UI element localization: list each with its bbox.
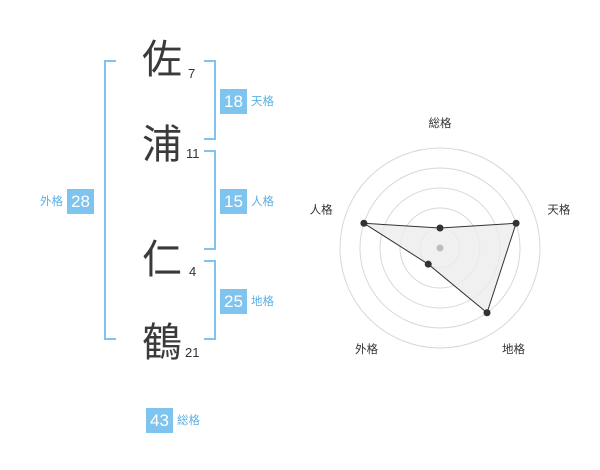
gaikaku-value: 28: [67, 189, 94, 214]
radar-axis-label-1: 総格: [429, 116, 452, 130]
name-char-4: 鶴: [142, 320, 182, 366]
radar-point-2: [512, 219, 520, 227]
radar-ring: [359, 167, 521, 329]
radar-axis-label-2: 天格: [547, 202, 570, 216]
soukaku-label: 総格: [177, 412, 200, 427]
chikaku-score: 25 地格: [220, 289, 274, 314]
tenkaku-value: 18: [220, 89, 247, 114]
gaikaku-bracket: [104, 60, 116, 340]
radar-center-dot: [436, 244, 444, 252]
name-char-2: 浦: [142, 122, 182, 168]
radar-axis-label-3: 地格: [502, 342, 525, 356]
radar-axis-label-5: 人格: [310, 202, 333, 216]
name-char-3: 仁: [142, 237, 182, 283]
radar-point-5: [360, 219, 368, 227]
stroke-count-3: 4: [189, 264, 197, 279]
radar-point-4: [424, 260, 432, 268]
jinkaku-value: 15: [220, 189, 247, 214]
tenkaku-label: 天格: [251, 93, 274, 108]
soukaku-value: 43: [146, 408, 173, 433]
gaikaku-score: 外格 28: [40, 189, 94, 214]
stroke-count-2: 11: [186, 146, 200, 161]
stroke-count-4: 21: [185, 345, 200, 360]
radar-point-3: [483, 309, 491, 317]
name-char-1: 佐: [142, 37, 182, 83]
jinkaku-score: 15 人格: [220, 189, 274, 214]
soukaku-score: 43 総格: [146, 408, 200, 433]
radar-points: [360, 219, 520, 317]
tenkaku-score: 18 天格: [220, 89, 274, 114]
tenkaku-bracket: [204, 60, 216, 140]
jinkaku-bracket: [204, 150, 216, 250]
chikaku-label: 地格: [251, 293, 274, 308]
jinkaku-label: 人格: [251, 193, 274, 208]
radar-area: [363, 222, 517, 314]
chikaku-bracket: [204, 260, 216, 340]
radar-axis-label-4: 外格: [355, 342, 378, 356]
stroke-count-1: 7: [188, 66, 196, 81]
radar-point-1: [436, 224, 444, 232]
radar-ring: [339, 147, 541, 349]
chikaku-value: 25: [220, 289, 247, 314]
gaikaku-label: 外格: [40, 193, 63, 208]
